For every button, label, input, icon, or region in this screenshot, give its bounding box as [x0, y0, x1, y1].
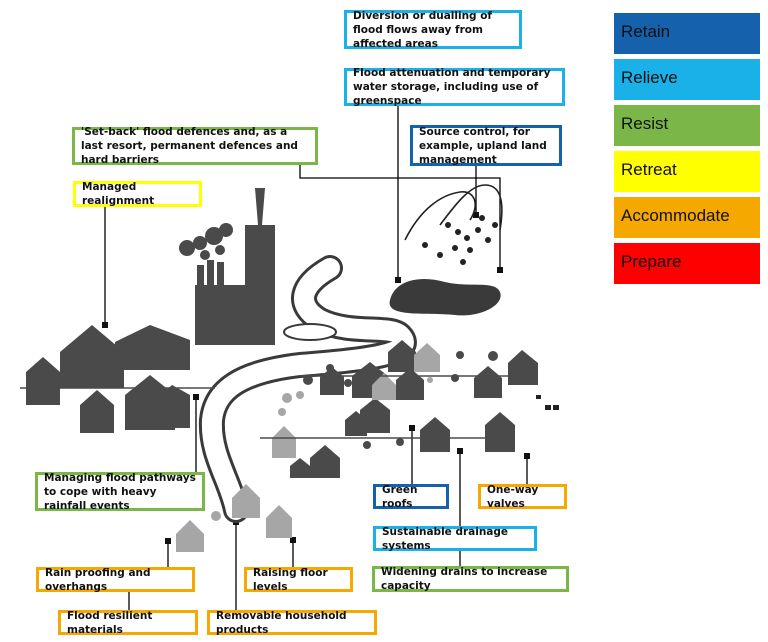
street-trees — [211, 351, 498, 521]
label-flood-pathways: Managing flood pathways to cope with hea… — [35, 471, 205, 512]
legend-relieve: Relieve — [614, 59, 760, 100]
reservoir-lake — [389, 279, 501, 316]
legend-prepare: Prepare — [614, 243, 760, 284]
label-sustainable-drainage: Sustainable drainage systems — [373, 525, 537, 552]
legend-accommodate: Accommodate — [614, 197, 760, 238]
label-source-control-text: Source control, for example, upland land… — [419, 125, 547, 166]
label-diversion: Diversion or dualling of flood flows awa… — [344, 9, 522, 50]
label-widening-drains-text: Widening drains to increase capacity — [381, 566, 548, 592]
label-source-control: Source control, for example, upland land… — [410, 125, 562, 166]
legend-prepare-label: Prepare — [621, 252, 682, 271]
label-rain-proofing: Rain proofing and overhangs — [36, 566, 195, 593]
legend-retain: Retain — [614, 13, 760, 54]
label-sustainable-drainage-text: Sustainable drainage systems — [382, 525, 509, 552]
houses-light — [176, 343, 440, 552]
label-widening-drains: Widening drains to increase capacity — [372, 566, 569, 592]
label-attenuation: Flood attenuation and temporary water st… — [344, 67, 565, 107]
upland-trees — [422, 215, 498, 265]
label-flood-resilient-text: Flood resilient materials — [67, 609, 153, 636]
label-attenuation-text: Flood attenuation and temporary water st… — [353, 67, 551, 107]
roads — [20, 375, 530, 439]
retention-pond — [283, 323, 337, 341]
legend-resist: Resist — [614, 105, 760, 146]
label-managed-realignment: Managed realignment — [73, 181, 202, 207]
label-one-way-valves: One-way valves — [478, 483, 567, 510]
legend-retreat: Retreat — [614, 151, 760, 192]
label-raising-floor-text: Raising floor levels — [253, 566, 328, 593]
outfall-pipes — [536, 395, 559, 410]
legend-retreat-label: Retreat — [621, 160, 677, 179]
upland-hills — [404, 184, 503, 241]
legend-accommodate-label: Accommodate — [621, 206, 730, 225]
label-removable-products-text: Removable household products — [216, 609, 347, 636]
label-setback-text: 'Set-back' flood defences and, as a last… — [81, 126, 298, 166]
label-managed-realignment-text: Managed realignment — [82, 181, 155, 207]
legend-relieve-label: Relieve — [621, 68, 678, 87]
label-rain-proofing-text: Rain proofing and overhangs — [45, 566, 151, 593]
factory-and-tower — [179, 188, 275, 345]
label-flood-pathways-text: Managing flood pathways to cope with hea… — [44, 471, 196, 512]
label-raising-floor: Raising floor levels — [244, 566, 353, 593]
connector-markers — [102, 212, 530, 544]
label-one-way-valves-text: One-way valves — [487, 483, 539, 510]
label-flood-resilient: Flood resilient materials — [58, 609, 198, 636]
legend-resist-label: Resist — [621, 114, 669, 133]
label-setback: 'Set-back' flood defences and, as a last… — [72, 126, 318, 166]
label-removable-products: Removable household products — [207, 609, 377, 636]
label-green-roofs: Green roofs — [373, 483, 449, 510]
label-diversion-text: Diversion or dualling of flood flows awa… — [353, 9, 493, 50]
label-green-roofs-text: Green roofs — [382, 483, 418, 510]
legend-retain-label: Retain — [621, 22, 671, 41]
